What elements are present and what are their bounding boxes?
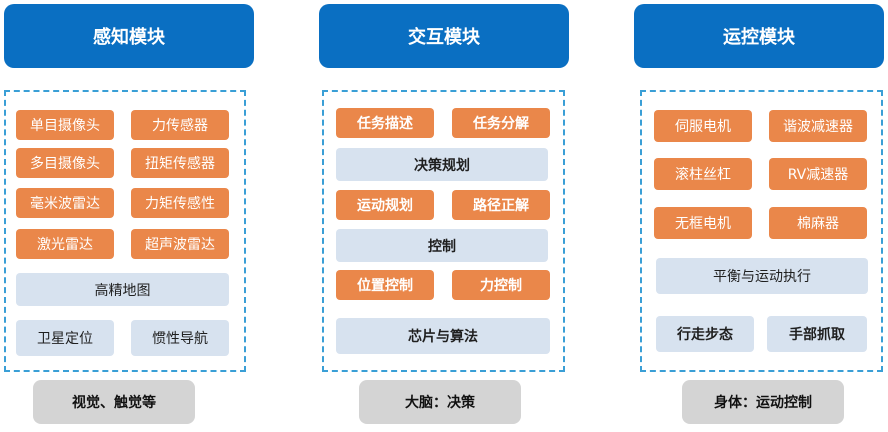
task-decomposition-box: 任务分解 xyxy=(452,108,550,138)
frameless-motor-box: 无框电机 xyxy=(654,207,752,239)
cotton-linen-device-box: 棉麻器 xyxy=(769,207,867,239)
path-forward-solution-box: 路径正解 xyxy=(452,190,550,220)
harmonic-reducer-box: 谐波减速器 xyxy=(769,110,867,142)
interaction-footer-label: 大脑：决策 xyxy=(359,380,521,424)
multi-camera-box: 多目摄像头 xyxy=(16,148,114,178)
torque-sensor-box: 扭矩传感器 xyxy=(131,148,229,178)
motion-control-module-header: 运控模块 xyxy=(634,4,884,68)
interaction-module-header: 交互模块 xyxy=(319,4,569,68)
hd-map-box: 高精地图 xyxy=(16,273,229,306)
position-control-box: 位置控制 xyxy=(336,270,434,300)
mono-camera-box: 单目摄像头 xyxy=(16,110,114,140)
moment-sensor-box: 力矩传感性 xyxy=(131,188,229,218)
balance-motion-execution-box: 平衡与运动执行 xyxy=(656,258,868,294)
walking-gait-box: 行走步态 xyxy=(656,316,754,352)
perception-module-panel xyxy=(4,90,246,372)
control-box: 控制 xyxy=(336,229,548,262)
motion-control-footer-label: 身体：运动控制 xyxy=(682,380,844,424)
perception-footer-label: 视觉、触觉等 xyxy=(33,380,195,424)
force-sensor-box: 力传感器 xyxy=(131,110,229,140)
perception-module-header: 感知模块 xyxy=(4,4,254,68)
motion-planning-box: 运动规划 xyxy=(336,190,434,220)
hand-grasping-box: 手部抓取 xyxy=(767,316,867,352)
roller-screw-box: 滚柱丝杠 xyxy=(654,158,752,190)
motion-control-module-panel xyxy=(640,90,883,372)
satellite-positioning-box: 卫星定位 xyxy=(16,320,114,356)
task-description-box: 任务描述 xyxy=(336,108,434,138)
chips-algorithms-box: 芯片与算法 xyxy=(336,318,550,354)
inertial-navigation-box: 惯性导航 xyxy=(131,320,229,356)
rv-reducer-box: RV减速器 xyxy=(769,158,867,190)
decision-planning-box: 决策规划 xyxy=(336,148,548,181)
lidar-box: 激光雷达 xyxy=(16,229,114,259)
interaction-module-panel xyxy=(322,90,565,372)
servo-motor-box: 伺服电机 xyxy=(654,110,752,142)
ultrasonic-radar-box: 超声波雷达 xyxy=(131,229,229,259)
force-control-box: 力控制 xyxy=(452,270,550,300)
mmwave-radar-box: 毫米波雷达 xyxy=(16,188,114,218)
